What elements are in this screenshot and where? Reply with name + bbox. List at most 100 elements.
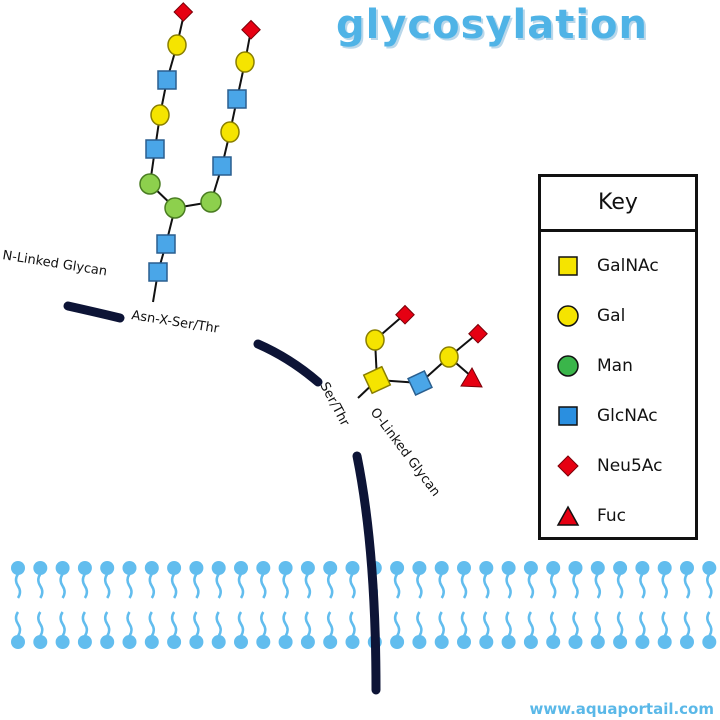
lipid-tail: [14, 573, 22, 599]
fuc-triangle-icon: [556, 505, 580, 526]
lipid-head: [390, 635, 405, 649]
lipid-tail: [438, 611, 445, 637]
lipid-tail: [59, 573, 66, 599]
key-item-label: GlcNAc: [597, 406, 658, 426]
glcnac-square: [145, 139, 165, 159]
lipid-tail: [706, 611, 713, 637]
glcnac-square: [157, 70, 177, 90]
lipid-tail: [59, 611, 66, 637]
lipid-head: [144, 635, 159, 649]
lipid-tail: [549, 611, 557, 637]
lipid-head: [77, 635, 92, 649]
lipid-tail: [616, 573, 624, 599]
lipid-head: [434, 561, 449, 575]
lipid-head: [345, 561, 360, 575]
protein-segment-3: [352, 451, 381, 695]
lipid-tail: [326, 573, 334, 599]
lipid-tail: [37, 573, 44, 599]
lipid-head: [33, 635, 48, 649]
lipid-head: [278, 635, 293, 649]
glcnac-square-icon: [558, 406, 578, 426]
lipid-tail: [349, 573, 356, 599]
lipid-head: [122, 561, 137, 575]
lipid-head: [167, 561, 182, 575]
gal-circle: [167, 34, 187, 56]
gal-circle: [439, 346, 459, 368]
glcnac-square: [212, 156, 232, 176]
man-circle: [200, 191, 222, 213]
lipid-head: [122, 635, 137, 649]
lipid-head: [300, 561, 315, 575]
lipid-tail: [549, 573, 557, 599]
lipid-head: [167, 635, 182, 649]
gal-circle: [220, 121, 240, 143]
lipid-tail: [148, 611, 156, 637]
man-circle: [139, 173, 161, 195]
lipid-head: [546, 635, 561, 649]
lipid-tail: [14, 611, 22, 637]
lipid-head: [55, 635, 70, 649]
lipid-tail: [304, 611, 312, 637]
lipid-head: [345, 635, 360, 649]
key-item-glcnac: GlcNAc: [555, 401, 658, 431]
lipid-head: [680, 635, 694, 649]
lipid-tail: [126, 573, 133, 599]
lipid-tail: [706, 573, 713, 599]
lipid-tail: [572, 611, 579, 637]
lipid-tail: [393, 611, 401, 637]
lipid-tail: [193, 611, 200, 637]
lipid-tail: [237, 573, 245, 599]
lipid-head: [300, 635, 315, 649]
glcnac-square: [156, 234, 176, 254]
lipid-tail: [81, 611, 89, 637]
lipid-head: [568, 635, 583, 649]
lipid-head: [635, 635, 650, 649]
watermark: www.aquaportail.com: [529, 700, 714, 718]
lipid-head: [590, 561, 605, 575]
neu5ac-diamond: [173, 2, 194, 22]
lipid-tail: [170, 611, 178, 637]
lipid-tail: [215, 573, 222, 599]
lipid-tail: [460, 611, 468, 637]
lipid-tail: [594, 611, 602, 637]
lipid-tail: [393, 573, 401, 599]
lipid-tail: [527, 573, 535, 599]
protein-backbone: [63, 301, 381, 695]
lipid-head: [613, 635, 628, 649]
lipid-head: [680, 561, 694, 575]
key-item-label: Fuc: [597, 506, 626, 526]
lipid-tail: [126, 611, 133, 637]
lipid-head: [613, 561, 628, 575]
lipid-tail: [349, 611, 356, 637]
galnac-square: [362, 365, 392, 395]
key-title: Key: [541, 177, 695, 232]
fuc-triangle: [460, 366, 483, 388]
lipid-head: [323, 635, 338, 649]
lipid-head: [412, 561, 427, 575]
neu5ac-diamond: [395, 304, 415, 325]
lipid-tail: [616, 611, 624, 637]
lipid-head: [256, 561, 271, 575]
lipid-head: [657, 635, 672, 649]
lipid-tail: [460, 573, 468, 599]
key-item-label: Neu5Ac: [597, 456, 663, 476]
lipid-tail: [505, 573, 512, 599]
neu5ac-diamond: [241, 19, 261, 40]
key-legend: Key GalNAc Gal Man GlcNAc Neu5Ac Fuc: [538, 174, 698, 540]
lipid-tail: [326, 611, 334, 637]
lipid-tail: [639, 611, 646, 637]
lipid-tail: [572, 573, 579, 599]
lipid-tail: [438, 573, 445, 599]
lipid-tail: [505, 611, 512, 637]
lipid-head: [590, 635, 605, 649]
lipid-head: [144, 561, 159, 575]
key-item-label: Man: [597, 356, 633, 376]
lipid-tail: [304, 573, 312, 599]
n-linked-glycan: [139, 2, 261, 303]
gal-circle: [235, 51, 255, 73]
lipid-head: [189, 635, 204, 649]
lipid-head: [323, 561, 338, 575]
lipid-tail: [683, 573, 691, 599]
lipid-head: [256, 635, 271, 649]
